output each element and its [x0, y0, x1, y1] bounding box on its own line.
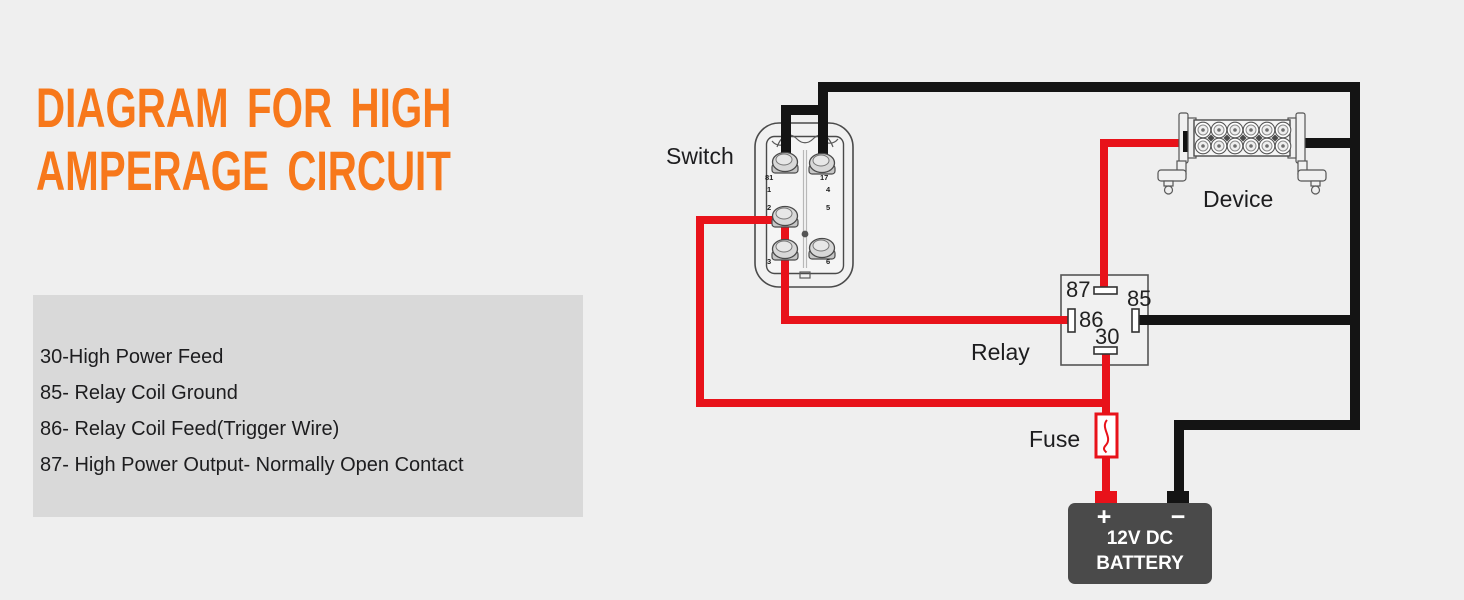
legend-item-85: 85- Relay Coil Ground: [40, 382, 238, 404]
switch-pin-5: 5: [826, 203, 830, 212]
battery-plus-label: +: [1096, 503, 1112, 531]
switch-pin-2: 2: [767, 203, 771, 212]
legend-panel: 30-High Power Feed 85- Relay Coil Ground…: [33, 295, 583, 517]
fuse-label: Fuse: [1029, 426, 1081, 452]
switch-pin-1: 1: [767, 185, 771, 194]
device-label: Device: [1203, 186, 1274, 212]
battery-name-label: BATTERY: [1096, 553, 1184, 574]
fuse-graphic: [1094, 412, 1119, 459]
device-wire-connector: [1183, 131, 1191, 152]
legend-item-86: 86- Relay Coil Feed(Trigger Wire): [40, 418, 340, 440]
relay-blade-87: [1093, 286, 1118, 295]
relay-blade-30: [1093, 346, 1118, 355]
switch-pin-6: 6: [826, 257, 830, 266]
relay-blade-85: [1131, 308, 1140, 333]
legend-item-30: 30-High Power Feed: [40, 346, 224, 368]
device-mounting-feet: [1157, 160, 1327, 195]
battery-graphic: [1068, 491, 1212, 584]
battery-minus-label: −: [1170, 503, 1186, 531]
switch-pin-17: 17: [820, 173, 828, 182]
battery-voltage-label: 12V DC: [1106, 528, 1174, 549]
wire-black-ground-main: [818, 82, 1360, 498]
switch-terminal-3: [771, 238, 799, 261]
relay-pin-30: 30: [1095, 324, 1119, 349]
device-leds: [1194, 121, 1292, 155]
battery-body: [1068, 503, 1212, 584]
relay-pin-87: 87: [1066, 277, 1090, 302]
switch-terminal-4: [808, 152, 836, 175]
device-graphic: [1157, 112, 1327, 195]
battery-negative-terminal: [1167, 491, 1189, 505]
switch-pin-3: 3: [767, 257, 771, 266]
switch-terminals: 81 1 17 4 2 5 3 6: [765, 151, 836, 266]
page-title-line-1: DIAGRAM FOR HIGH: [36, 76, 452, 139]
wire-red-switch-feed: [696, 216, 1106, 407]
wire-red-relay-87-device: [1100, 139, 1188, 290]
switch-pin-81: 81: [765, 173, 773, 182]
switch-label: Switch: [666, 143, 734, 169]
relay-blade-86: [1067, 308, 1076, 333]
switch-terminal-2: [771, 205, 799, 228]
switch-terminal-6: [808, 237, 836, 260]
relay-pins: 87 85 86 30: [1066, 277, 1151, 355]
relay-pin-85: 85: [1127, 286, 1151, 311]
switch-terminal-1: [771, 151, 799, 174]
battery-positive-terminal: [1095, 491, 1117, 505]
wire-black-switch-jumper: [781, 105, 822, 170]
relay-pin-86: 86: [1079, 307, 1103, 332]
legend-item-87: 87- High Power Output- Normally Open Con…: [40, 454, 464, 476]
switch-pin-4: 4: [826, 185, 831, 194]
relay-label: Relay: [971, 339, 1030, 365]
device-right-bracket: [1295, 112, 1306, 164]
page-title-line-2: AMPERAGE CIRCUIT: [36, 139, 451, 202]
